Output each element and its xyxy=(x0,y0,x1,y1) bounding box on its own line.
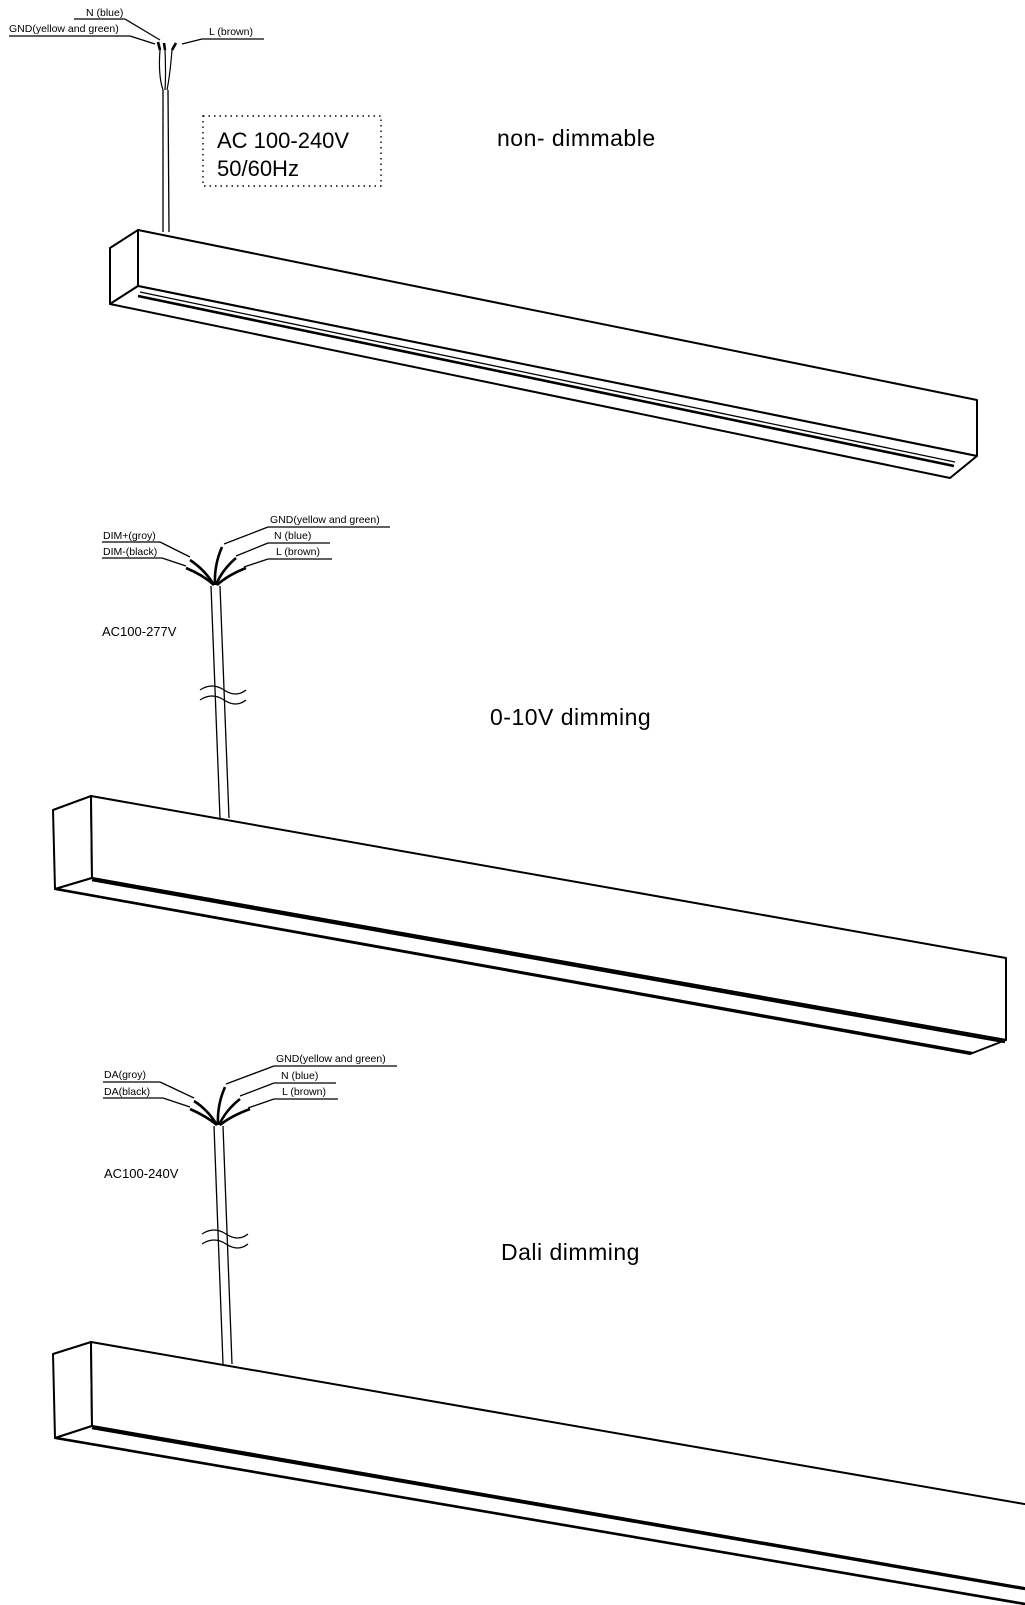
voltage-label: AC100-277V xyxy=(102,624,177,639)
wire-label-gnd: GND(yellow and green) xyxy=(276,1053,386,1065)
section-non-dimmable: N (blue) GND(yellow and green) L (brown)… xyxy=(9,7,978,479)
section-0-10v-dimming: DIM+(groy) DIM-(black) GND(yellow and gr… xyxy=(52,514,1007,1055)
linear-luminaire xyxy=(109,229,978,479)
voltage-box xyxy=(202,115,382,187)
section-title: Dali dimming xyxy=(501,1239,640,1265)
section-title: non- dimmable xyxy=(497,125,656,151)
wire-label-dim-plus: DIM+(groy) xyxy=(103,530,156,542)
wire-label-l: L (brown) xyxy=(209,26,253,38)
wire-label-dim-minus: DIM-(black) xyxy=(103,546,157,558)
voltage-line1: AC 100-240V xyxy=(217,128,349,153)
section-dali-dimming: DA(groy) DA(black) GND(yellow and green)… xyxy=(52,1053,1025,1605)
wire-label-l: L (brown) xyxy=(282,1086,326,1098)
wire-label-n: N (blue) xyxy=(86,7,123,19)
linear-luminaire xyxy=(52,1341,1025,1605)
wire-label-l: L (brown) xyxy=(276,546,320,558)
section-title: 0-10V dimming xyxy=(490,704,651,730)
voltage-line2: 50/60Hz xyxy=(217,156,299,181)
wire-label-n: N (blue) xyxy=(281,1070,318,1082)
wire-label-gnd: GND(yellow and green) xyxy=(270,514,380,526)
wire-label-da-1: DA(groy) xyxy=(104,1069,146,1081)
voltage-label: AC100-240V xyxy=(104,1166,179,1181)
wire-label-n: N (blue) xyxy=(274,530,311,542)
wire-label-da-2: DA(black) xyxy=(104,1086,150,1098)
wire-label-gnd: GND(yellow and green) xyxy=(9,23,119,35)
linear-luminaire xyxy=(52,795,1007,1055)
